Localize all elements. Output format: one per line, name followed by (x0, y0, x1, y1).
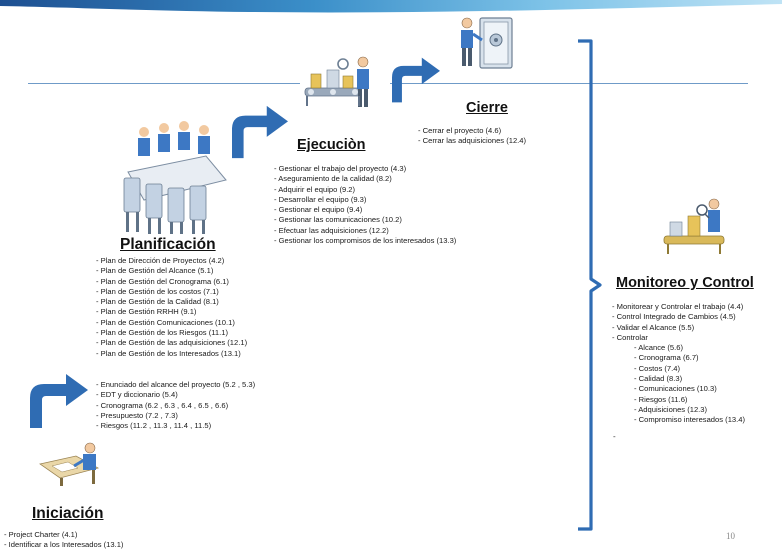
list-item: Control Integrado de Cambios (4.5) (612, 312, 745, 322)
list-subitem: Adquisiciones (12.3) (612, 405, 745, 415)
header-swoosh (0, 0, 782, 13)
arrow-to-cierre-icon (392, 57, 440, 103)
page-number: 10 (726, 531, 735, 541)
list-item: Controlar (612, 333, 745, 343)
iniciacion-title: Iniciación (32, 505, 104, 522)
list-item: Plan de Gestión de la Calidad (8.1) (96, 297, 247, 307)
arrow-to-ejecucion-icon (232, 105, 288, 159)
divider-line-right (390, 83, 748, 84)
list-item: Gestionar el equipo (9.4) (274, 205, 456, 215)
list-item: Presupuesto (7.2 , 7.3) (96, 411, 255, 421)
planificacion-list: Plan de Dirección de Proyectos (4.2) Pla… (96, 256, 247, 359)
list-subitem: Compromiso interesados (13.4) (612, 415, 745, 425)
list-item: Gestionar las comunicaciones (10.2) (274, 215, 456, 225)
meeting-table-icon (123, 121, 227, 234)
list-item: Plan de Gestión de los Interesados (13.1… (96, 349, 247, 359)
list-item: Plan de Dirección de Proyectos (4.2) (96, 256, 247, 266)
list-item: Plan de Gestión RRHH (9.1) (96, 307, 247, 317)
monitoreo-list: Monitorear y Controlar el trabajo (4.4) … (612, 302, 745, 426)
safe-vault-icon (461, 17, 513, 69)
list-item: Cerrar el proyecto (4.6) (418, 126, 526, 136)
inspector-icon (663, 198, 725, 254)
arrow-to-scope-icon (30, 374, 88, 428)
cierre-list: Cerrar el proyecto (4.6) Cerrar las adqu… (418, 126, 526, 147)
ejecucion-title: Ejecuciòn (297, 137, 366, 153)
list-item: Gestionar el trabajo del proyecto (4.3) (274, 164, 456, 174)
list-item: Project Charter (4.1) (4, 530, 123, 540)
ejecucion-list: Gestionar el trabajo del proyecto (4.3) … (274, 164, 456, 246)
planificacion-title: Planificación (120, 236, 216, 253)
list-item: Plan de Gestión del Alcance (5.1) (96, 266, 247, 276)
list-item: Plan de Gestión de las adquisiciones (12… (96, 338, 247, 348)
monitoreo-title: Monitoreo y Control (616, 275, 754, 291)
list-item: Enunciado del alcance del proyecto (5.2 … (96, 380, 256, 390)
scope-list: Enunciado del alcance del proyecto (5.2 … (96, 380, 256, 431)
list-subitem: Comunicaciones (10.3) (612, 384, 745, 394)
list-item: Validar el Alcance (5.5) (612, 323, 745, 333)
monitoring-bracket (578, 39, 602, 531)
assembly-line-icon (304, 56, 369, 107)
list-item: Plan de Gestión Comunicaciones (10.1) (96, 318, 247, 328)
list-subitem: Calidad (8.3) (612, 374, 745, 384)
list-subitem: Riesgos (11.6) (612, 395, 745, 405)
list-item: Plan de Gestión de los Riesgos (11.1) (96, 328, 247, 338)
divider-line-left (28, 83, 300, 84)
list-item: Cronograma (6.2 , 6.3 , 6.4 , 6.5 , 6.6) (96, 401, 255, 411)
desk-worker-icon (39, 442, 100, 486)
list-item: Adquirir el equipo (9.2) (274, 185, 456, 195)
list-item: Efectuar las adquisiciones (12.2) (274, 226, 456, 236)
list-item: Gestionar los compromisos de los interes… (274, 236, 457, 246)
list-subitem: Alcance (5.6) (612, 343, 745, 353)
list-subitem: Costos (7.4) (612, 364, 745, 374)
list-subitem: Cronograma (6.7) (612, 353, 745, 363)
list-item: Riesgos (11.2 , 11.3 , 11.4 , 11.5) (96, 421, 255, 431)
list-item: Cerrar las adquisiciones (12.4) (418, 136, 526, 146)
list-item: Aseguramiento de la calidad (8.2) (274, 174, 456, 184)
cierre-title: Cierre (466, 100, 508, 116)
list-item: Plan de Gestión de los costos (7.1) (96, 287, 247, 297)
trailing-dash: - (613, 432, 616, 441)
list-item: Desarrollar el equipo (9.3) (274, 195, 456, 205)
list-item: Plan de Gestión del Cronograma (6.1) (96, 277, 247, 287)
list-item: Monitorear y Controlar el trabajo (4.4) (612, 302, 745, 312)
list-item: Identificar a los Interesados (13.1) (4, 540, 124, 550)
iniciacion-list: Project Charter (4.1) Identificar a los … (4, 530, 124, 551)
list-item: EDT y diccionario (5.4) (96, 390, 255, 400)
